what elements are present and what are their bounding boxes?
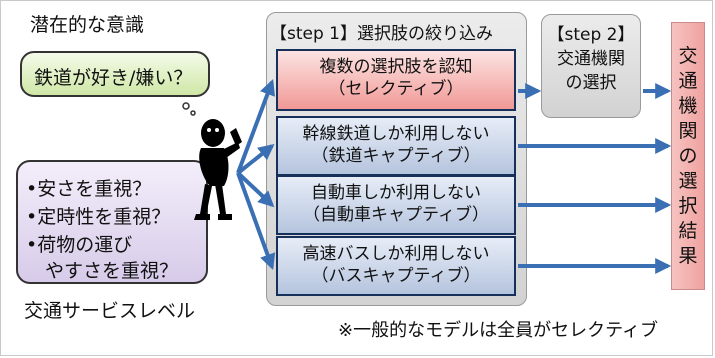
fan-arrows <box>236 79 276 271</box>
footnote: ※一般的なモデルは全員がセレクティブ <box>338 320 659 341</box>
arrow-to-car-captive <box>236 171 275 208</box>
service-level-label: 交通サービスレベル <box>24 300 196 322</box>
service-level-item: やすさを重視？ <box>26 260 179 282</box>
box-line1: 高速バスしか利用しない <box>302 244 490 264</box>
bus-captive-box: 高速バスしか利用しない （バスキャプティブ） <box>276 236 516 296</box>
service-level-item: •定時性を重視？ <box>26 206 171 228</box>
box-line2: （自動車キャプティブ） <box>303 205 489 225</box>
result-char: 通 <box>678 69 698 92</box>
result-char: 交 <box>678 44 698 67</box>
box-line2: （鉄道キャプティブ） <box>311 146 481 166</box>
selection-result-box: 交 通 機 関 の 選 択 結 果 <box>671 22 705 290</box>
step2-panel: 【step 2】 交通機関 の選択 <box>541 14 641 118</box>
car-captive-box: 自動車しか利用しない （自動車キャプティブ） <box>276 175 516 235</box>
box-line1: 自動車しか利用しない <box>311 183 481 203</box>
result-char: 果 <box>678 244 698 267</box>
eye-icon <box>215 128 219 132</box>
service-level-speech-bubble: •安さを重視？ •定時性を重視？ •荷物の運び やすさを重視？ <box>16 160 208 284</box>
box-line2: （バスキャプティブ） <box>311 266 481 286</box>
thought-dot-icon <box>190 110 196 116</box>
step2-line1: 【step 2】 <box>547 25 635 45</box>
result-char: 機 <box>678 94 698 117</box>
eye-icon <box>207 128 211 132</box>
result-char: 結 <box>678 219 698 242</box>
result-char: 選 <box>678 169 698 192</box>
arrow-to-selective <box>236 79 276 174</box>
step2-line2: 交通機関 <box>557 49 625 69</box>
service-level-item: •荷物の運び <box>26 234 133 256</box>
box-line2: （セレクティブ） <box>328 79 464 99</box>
arrow-to-bus-captive <box>236 172 276 271</box>
selective-box: 複数の選択肢を認知 （セレクティブ） <box>276 49 516 111</box>
result-char: の <box>678 144 698 167</box>
rail-captive-box: 幹線鉄道しか利用しない （鉄道キャプティブ） <box>276 116 516 176</box>
step2-line3: の選択 <box>565 73 617 93</box>
subconscious-label: 潜在的な意識 <box>30 14 145 36</box>
box-line1: 幹線鉄道しか利用しない <box>302 124 490 144</box>
step1-title: 【step 1】選択肢の絞り込み <box>270 24 493 44</box>
thought-dot-icon <box>182 102 190 110</box>
result-char: 択 <box>678 194 698 217</box>
box-line1: 複数の選択肢を認知 <box>319 57 473 77</box>
arrow-to-rail-captive <box>236 144 275 175</box>
subconscious-bubble-text: 鉄道が好き/嫌い？ <box>34 67 193 89</box>
result-char: 関 <box>678 119 698 142</box>
flow-arrows <box>518 83 672 274</box>
subconscious-speech-bubble: 鉄道が好き/嫌い？ <box>20 51 210 97</box>
service-level-item: •安さを重視？ <box>26 178 152 200</box>
thinking-person-icon <box>194 119 242 220</box>
